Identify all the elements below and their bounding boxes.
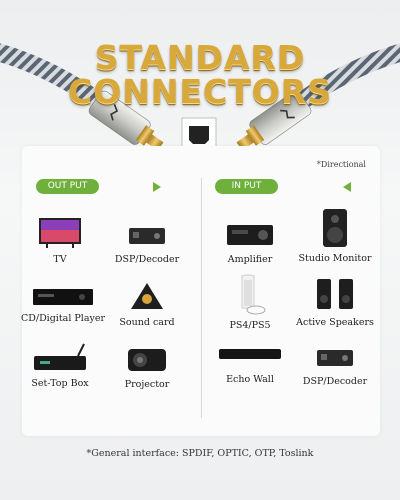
output-badge: OUT PUT bbox=[36, 179, 99, 194]
device-cd-player: CD/Digital Player bbox=[13, 285, 113, 324]
column-divider bbox=[201, 178, 202, 418]
input-badge: IN PUT bbox=[215, 179, 278, 194]
device-set-top-box: Set-Top Box bbox=[10, 342, 110, 389]
decoder-icon bbox=[317, 350, 353, 366]
device-studio-monitor: Studio Monitor bbox=[285, 207, 385, 264]
device-ps4-ps5: PS4/PS5 bbox=[200, 274, 300, 331]
device-label: DSP/Decoder bbox=[302, 376, 368, 387]
studio-monitor-icon bbox=[323, 209, 347, 247]
device-echo-wall: Echo Wall bbox=[200, 346, 300, 385]
decoder-icon bbox=[129, 228, 165, 244]
device-label: Sound card bbox=[119, 317, 175, 328]
device-label: CD/Digital Player bbox=[20, 313, 106, 324]
device-label: Amplifier bbox=[227, 254, 273, 265]
soundbar-icon bbox=[219, 349, 281, 359]
tv-icon bbox=[39, 218, 81, 248]
projector-icon bbox=[128, 349, 166, 371]
device-active-speakers: Active Speakers bbox=[285, 275, 385, 328]
amplifier-icon bbox=[227, 225, 273, 245]
device-label: DSP/Decoder bbox=[114, 254, 180, 265]
sound-card-icon bbox=[131, 283, 163, 309]
set-top-box-icon bbox=[34, 343, 86, 370]
device-label: TV bbox=[53, 254, 67, 265]
device-label: Echo Wall bbox=[226, 374, 274, 385]
device-projector: Projector bbox=[97, 343, 197, 390]
title-line-2: CONNECTORS bbox=[67, 72, 332, 111]
general-interface-note: *General interface: SPDIF, OPTIC, OTP, T… bbox=[86, 448, 314, 459]
device-label: Set-Top Box bbox=[31, 378, 89, 389]
device-label: Projector bbox=[124, 379, 170, 390]
cd-player-icon bbox=[33, 289, 93, 305]
device-dsp-decoder-out: DSP/Decoder bbox=[97, 220, 197, 265]
optical-port-icon bbox=[181, 117, 217, 149]
device-tv: TV bbox=[10, 216, 110, 265]
arrow-right-icon bbox=[153, 182, 161, 192]
arrow-left-icon bbox=[343, 182, 351, 192]
device-sound-card: Sound card bbox=[97, 279, 197, 328]
directional-note: *Directional bbox=[316, 160, 366, 169]
speakers-icon bbox=[317, 279, 353, 309]
game-console-icon bbox=[241, 274, 266, 315]
optical-cable-illustration bbox=[0, 43, 400, 151]
device-label: Active Speakers bbox=[296, 317, 374, 328]
device-amplifier: Amplifier bbox=[200, 220, 300, 265]
device-label: Studio Monitor bbox=[298, 253, 372, 264]
title-line-1: STANDARD bbox=[94, 38, 306, 77]
device-label: PS4/PS5 bbox=[229, 320, 271, 331]
device-dsp-decoder-in: DSP/Decoder bbox=[285, 344, 385, 387]
